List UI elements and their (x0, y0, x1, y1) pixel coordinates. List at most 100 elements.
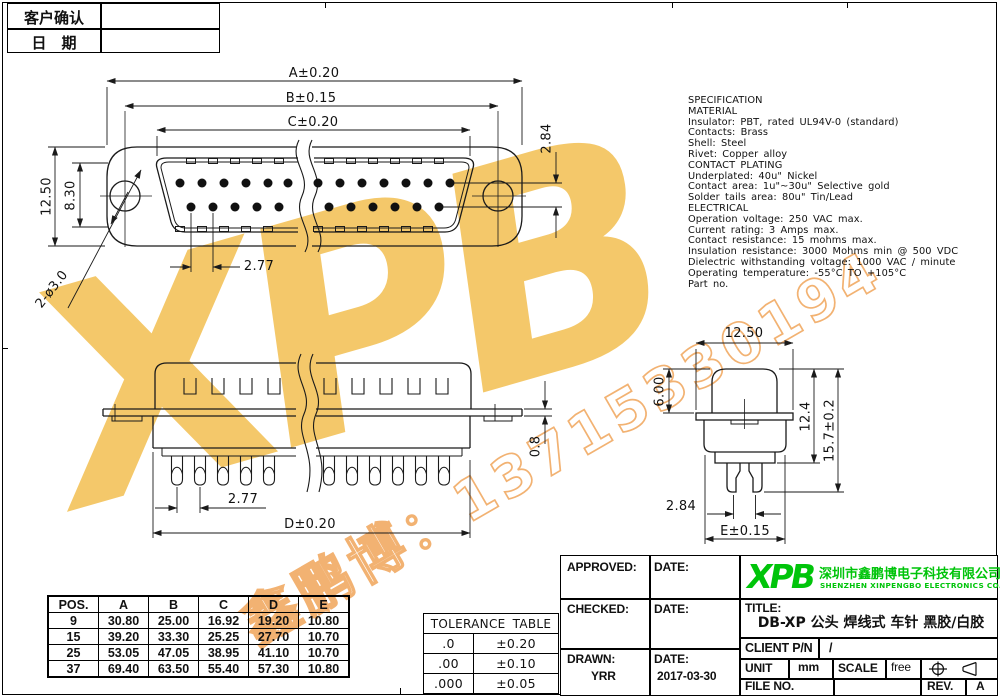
solder-cup-pin (322, 456, 336, 486)
cell: 69.40 (98, 660, 149, 678)
client-pn-value: / (829, 641, 833, 655)
body-slot (183, 378, 197, 395)
solder-cup-pin (345, 456, 359, 486)
fold-tick (325, 2, 326, 8)
date-label: 日 期 (31, 34, 77, 52)
projection-circle-icon (929, 661, 947, 677)
solder-cup-arch (217, 466, 229, 475)
contact-slot (186, 158, 196, 164)
solder-cup-pin (368, 456, 382, 486)
cell: 19.20 (248, 612, 299, 629)
date-label: DATE: (654, 560, 689, 574)
cell: 47.05 (148, 644, 199, 661)
pin-dot (379, 178, 389, 188)
cell: 33.30 (148, 628, 199, 645)
pin-dot (346, 202, 356, 212)
solder-cup-pin (414, 456, 428, 486)
col-header: B (148, 595, 199, 613)
body-slot (435, 378, 449, 395)
fold-tick (672, 2, 673, 8)
table-row: POS. A B C D E (47, 595, 350, 613)
cell: 63.50 (148, 660, 199, 678)
divider (561, 648, 739, 650)
title-block: APPROVED: DATE: CHECKED: DATE: DRAWN: YR… (560, 555, 1000, 696)
table-row: 9 30.80 25.00 16.92 19.20 10.80 (47, 612, 350, 629)
pin-dot (423, 178, 433, 188)
dim-body-height-label: 12.4 (798, 401, 814, 432)
scale-value: free (891, 660, 911, 674)
divider (833, 678, 835, 695)
divider (788, 658, 790, 678)
solder-cup-arch (415, 466, 427, 475)
spec-line: Operating temperature: -55°C TO +105°C (688, 267, 907, 279)
pin-dot (434, 202, 444, 212)
contact-slot (423, 226, 433, 232)
rev-value: A (976, 679, 985, 693)
company-name-cn: 深圳市鑫鹏博电子科技有限公司 (819, 567, 1000, 582)
dim-pitch-front-label: 2.77 (243, 259, 275, 274)
cell: 15 (47, 628, 99, 645)
solder-cup-arch (194, 466, 206, 475)
dim-c-label: C±0.20 (287, 115, 339, 130)
fold-tick (400, 688, 401, 694)
date-label: DATE: (654, 652, 689, 666)
pin-dot (263, 178, 273, 188)
pin-dot (230, 202, 240, 212)
cell: .0 (423, 633, 474, 654)
pin-dot (357, 178, 367, 188)
cell: 25 (47, 644, 99, 661)
dim-cap-height-label: 6.00 (652, 376, 668, 407)
spec-line: ELECTRICAL (688, 202, 749, 214)
spec-line: Solder tails area: 80u" Tin/Lead (688, 192, 854, 204)
cell: 10.70 (298, 628, 350, 645)
body-slot (267, 378, 281, 395)
solder-cup-arch (438, 466, 450, 475)
spec-line: Rivet: Copper alloy (688, 148, 788, 160)
unit-value: mm (798, 660, 819, 674)
dim-inner-height-label: 8.30 (63, 180, 79, 211)
body-slot (323, 378, 337, 395)
date-label: DATE: (654, 602, 689, 616)
spec-line: SPECIFICATION (688, 95, 763, 106)
cell: 37 (47, 660, 99, 678)
solder-cup-pin (239, 456, 253, 486)
company-name-en: SHENZHEN XINPENGBO ELECTRONICS CO.LTD (820, 581, 1000, 590)
cell: 10.70 (298, 644, 350, 661)
dim-pitch-side-label: 2.77 (227, 492, 259, 507)
contact-slot (357, 226, 367, 232)
divider (739, 598, 997, 600)
contact-slot (175, 226, 185, 232)
divider (965, 678, 967, 695)
contact-slot (230, 158, 240, 164)
tolerance-table-title: TOLERANCE TABLE (423, 613, 559, 634)
drawn-label: DRAWN: (567, 652, 616, 666)
contact-slot (346, 158, 356, 164)
contact-slot (390, 158, 400, 164)
col-header: E (298, 595, 350, 613)
solder-cup-pin (437, 456, 451, 486)
cell: 55.40 (198, 660, 249, 678)
divider (832, 658, 834, 678)
contact-slot (401, 226, 411, 232)
divider (649, 556, 651, 695)
specification-block: SPECIFICATION MATERIAL Insulator: PBT, r… (688, 95, 958, 290)
dim-row-gap-label: 2.84 (539, 123, 555, 154)
spec-line: Insulator: PBT, rated UL94V-0 (standard) (688, 116, 899, 128)
pin-dot (401, 178, 411, 188)
spec-line: MATERIAL (688, 105, 738, 117)
cell: 9 (47, 612, 99, 629)
table-divider (8, 28, 219, 30)
cell: 57.30 (248, 660, 299, 678)
pin-dot (219, 178, 229, 188)
approved-label: APPROVED: (567, 560, 637, 574)
end-view (663, 339, 844, 544)
divider (739, 658, 997, 660)
company-logo: XPB (743, 557, 817, 596)
solder-cup-arch (392, 466, 404, 475)
dim-a-label: A±0.20 (288, 66, 340, 81)
spec-line: Shell: Steel (688, 138, 747, 150)
cell: ±0.05 (473, 673, 559, 694)
solder-cup-arch (346, 466, 358, 475)
